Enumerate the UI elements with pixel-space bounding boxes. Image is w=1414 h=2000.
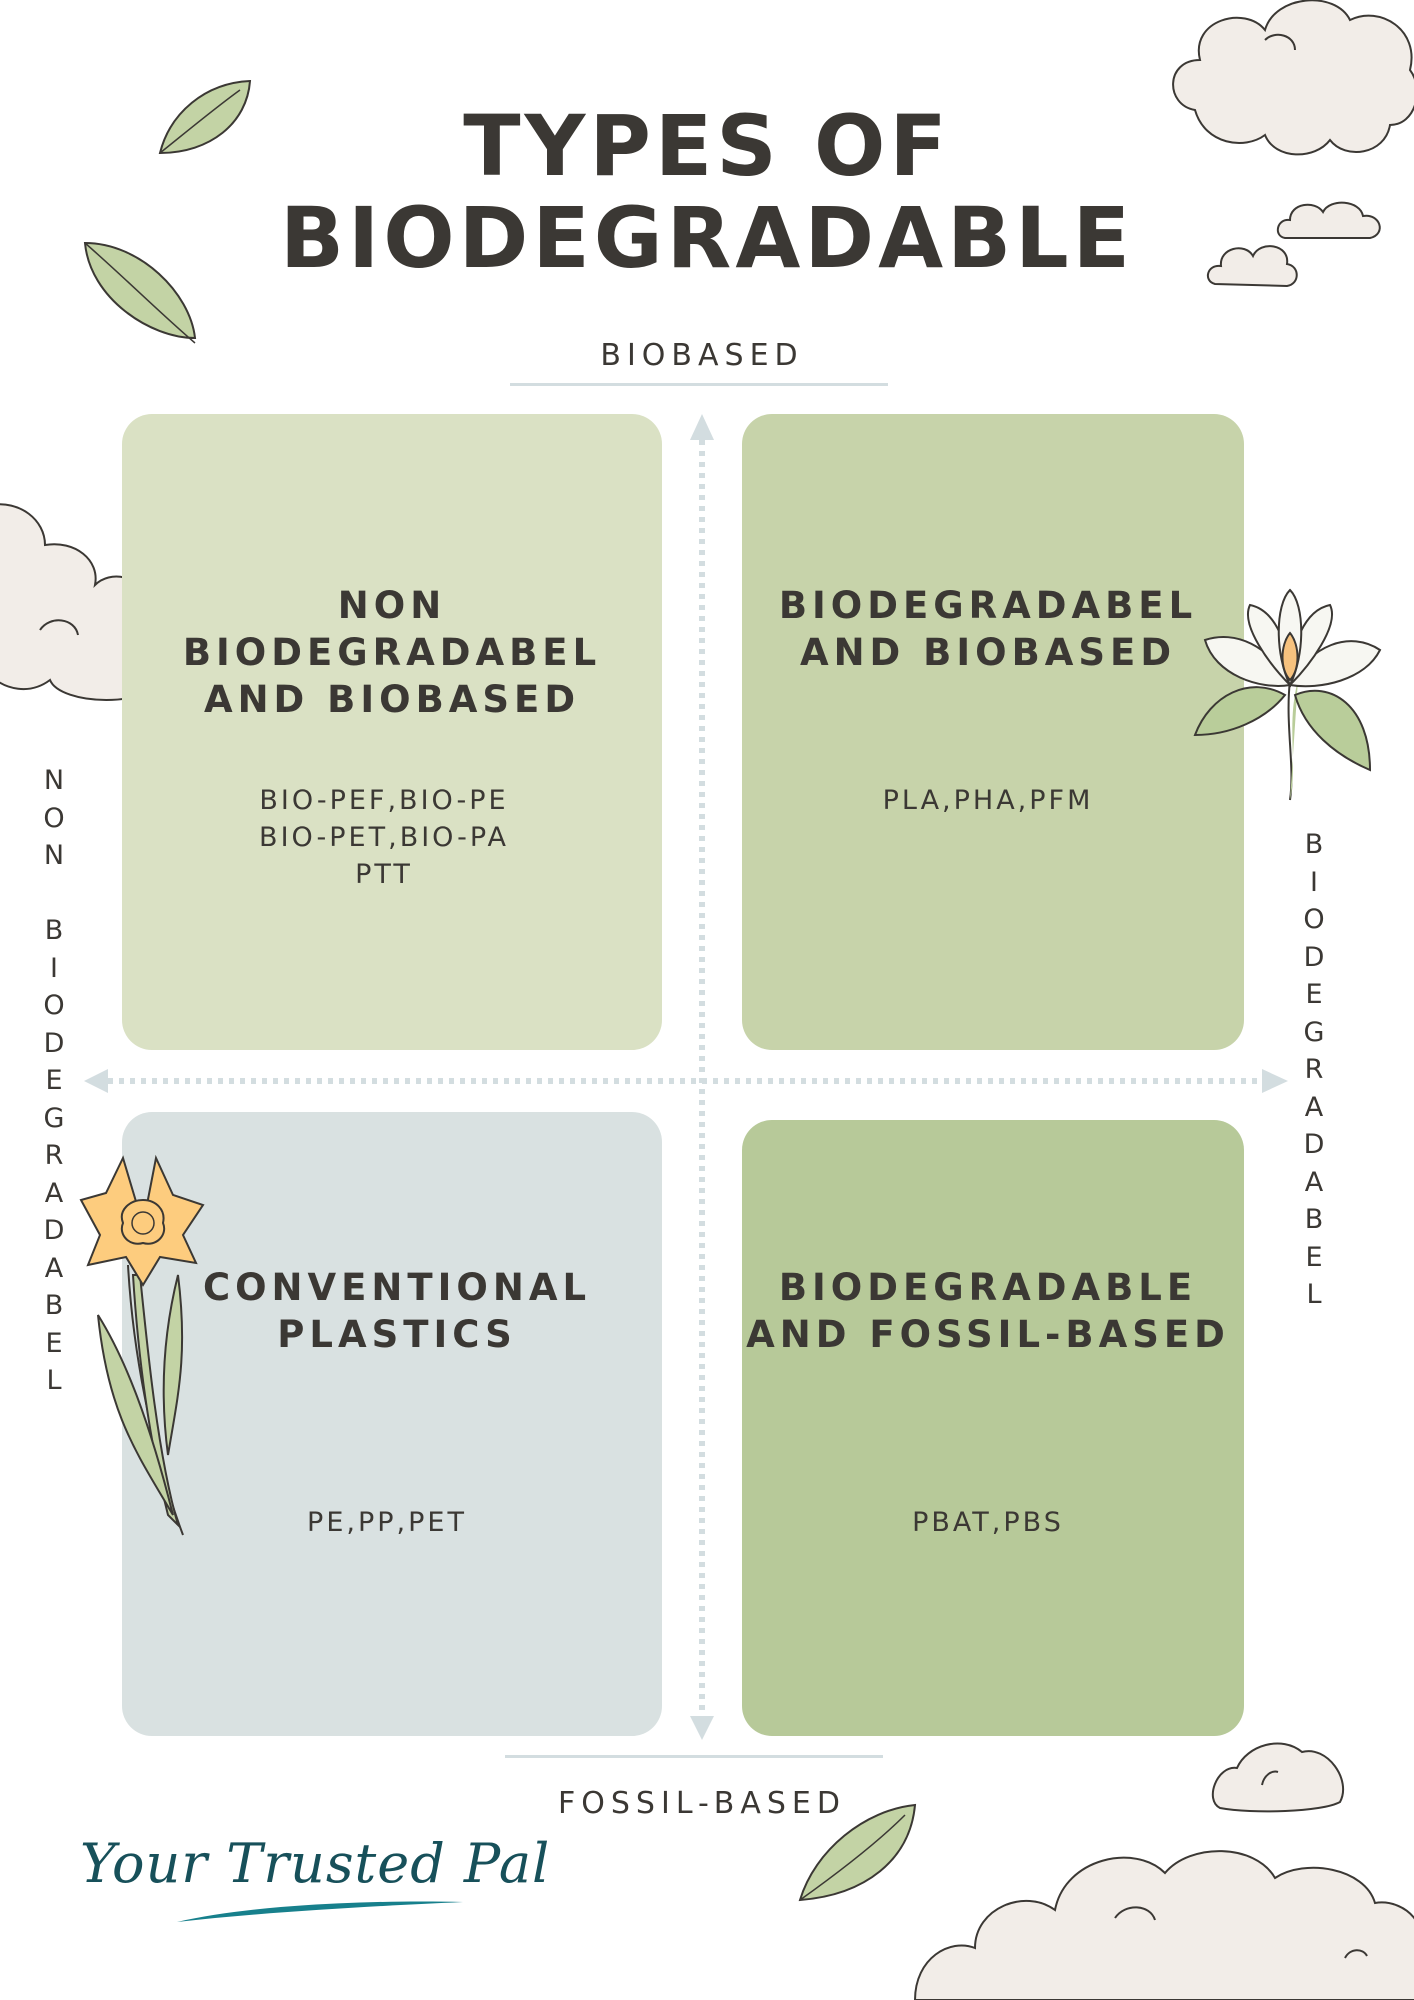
daffodil-icon	[79, 1154, 205, 1536]
axis-letter: L	[1306, 1279, 1322, 1310]
axis-letter: D	[1303, 1129, 1325, 1160]
axis-letter: R	[1304, 1054, 1324, 1085]
logo-swoosh-icon	[177, 1901, 463, 1922]
axis-letter: B	[1304, 829, 1324, 860]
axis-letter: N	[43, 765, 65, 796]
quadrant-items: PLA,PHA,PFM	[882, 785, 1094, 816]
axis-letter: A	[1304, 1091, 1324, 1123]
leaf-top-icon	[158, 79, 252, 155]
title-line-2: BIODEGRADABLE	[279, 189, 1135, 287]
cloud-bottom-small-icon	[1211, 1742, 1345, 1813]
logo: Your Trusted Pal	[80, 1832, 550, 1895]
axis-letter: O	[43, 990, 65, 1021]
axis-letter: L	[46, 1365, 62, 1396]
logo-text: Your Trusted Pal	[80, 1832, 551, 1895]
axis-letter: B	[44, 915, 64, 946]
axis-letter: D	[1303, 941, 1325, 973]
cloud-bottom-right-icon	[913, 1850, 1414, 2000]
quadrant-top-right: BIODEGRADABEL AND BIOBASED PLA,PHA,PFM	[742, 414, 1244, 1050]
arrow-up-icon	[690, 414, 714, 440]
arrow-right-icon	[1262, 1069, 1288, 1093]
quadrant-items: PBAT,PBS	[912, 1507, 1064, 1538]
axis-letter: I	[1310, 866, 1318, 898]
axis-letter: I	[50, 952, 58, 984]
arrow-down-icon	[690, 1716, 714, 1740]
quadrant-title: BIODEGRADABLE AND FOSSIL-BASED	[746, 1266, 1230, 1356]
cloud-small-2-icon	[1206, 245, 1298, 288]
axis-letter: R	[44, 1140, 64, 1171]
quadrant-title: CONVENTIONAL PLASTICS	[202, 1266, 592, 1356]
axis-letter: E	[45, 1327, 63, 1359]
axis-letter: O	[43, 802, 65, 834]
axis-letter: A	[1304, 1166, 1324, 1198]
axis-letter: E	[1305, 979, 1323, 1010]
axis-rule-top	[510, 383, 888, 386]
leaf-left-icon	[83, 241, 197, 344]
leaf-bottom-icon	[798, 1803, 917, 1902]
quadrant-title: BIODEGRADABEL AND BIOBASED	[778, 584, 1198, 674]
axis-label-top: BIOBASED	[600, 338, 804, 373]
page-title: TYPES OF BIODEGRADABLE	[0, 100, 1414, 284]
quadrant-bottom-right: BIODEGRADABLE AND FOSSIL-BASED PBAT,PBS	[742, 1120, 1244, 1736]
axis-letter: D	[43, 1027, 65, 1059]
axis-letter: O	[1303, 904, 1325, 935]
axis-letter: E	[1305, 1241, 1323, 1273]
axis-letter: E	[45, 1065, 63, 1096]
white-flower-icon	[1193, 588, 1382, 801]
axis-letter: N	[43, 840, 65, 871]
title-line-1: TYPES OF	[463, 97, 951, 195]
axis-letter: A	[44, 1177, 64, 1209]
quadrant-items: PE,PP,PET	[307, 1507, 467, 1538]
axis-letter: G	[43, 1102, 65, 1134]
axis-rule-bottom	[505, 1755, 883, 1758]
axis-letter: G	[1303, 1016, 1325, 1048]
quadrant-items: BIO-PEF,BIO-PE BIO-PET,BIO-PA PTT	[259, 785, 509, 890]
cloud-small-1-icon	[1276, 201, 1381, 239]
axis-letter: B	[1304, 1204, 1324, 1235]
axis-label-bottom: FOSSIL-BASED	[558, 1786, 846, 1821]
axis-letter: B	[44, 1290, 64, 1321]
quadrant-top-left: NON BIODEGRADABEL AND BIOBASED BIO-PEF,B…	[122, 414, 662, 1050]
axis-letter: A	[44, 1252, 64, 1284]
axis-letter: D	[43, 1215, 65, 1246]
quadrant-bottom-left: CONVENTIONAL PLASTICS PE,PP,PET	[122, 1112, 662, 1736]
cloud-top-right-icon	[1172, 0, 1414, 156]
arrow-left-icon	[84, 1069, 108, 1093]
quadrant-title: NON BIODEGRADABEL AND BIOBASED	[182, 584, 602, 721]
